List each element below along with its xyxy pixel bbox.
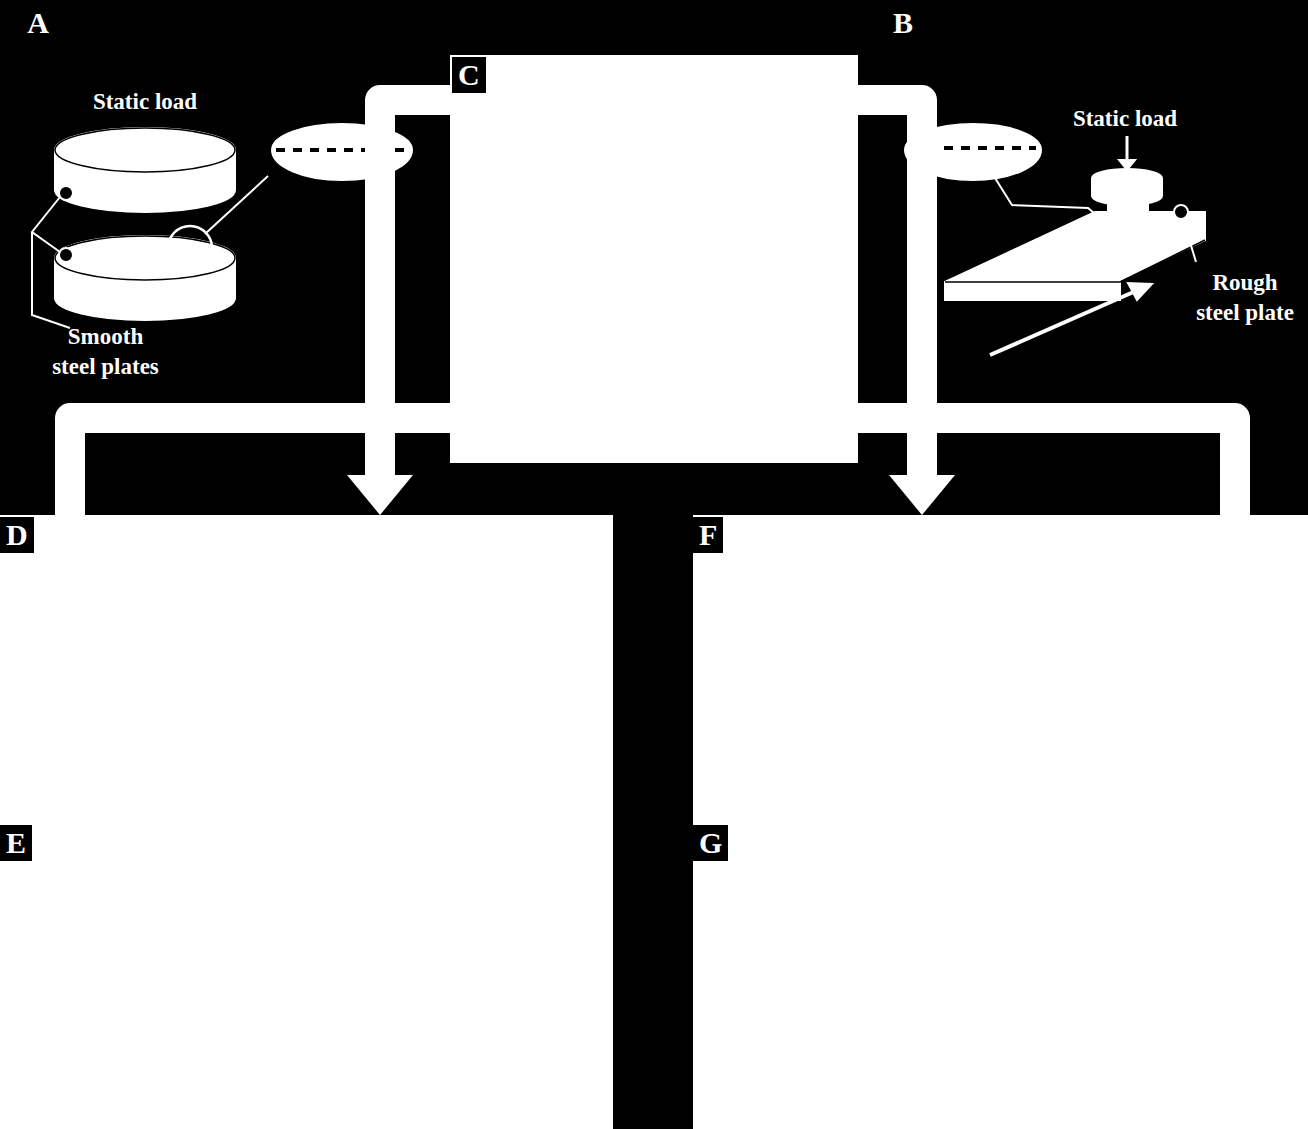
plate-cylinder: [55, 236, 235, 320]
plate-cylinder: [55, 128, 235, 212]
panel-f: F: [693, 515, 1308, 825]
panel-letter: E: [0, 825, 32, 861]
callout-circle: [1174, 205, 1188, 219]
panel-e: E: [0, 825, 613, 1129]
panel-g: G: [693, 825, 1308, 1129]
part-label: Smooth steel plates: [48, 322, 163, 382]
plate-face: [55, 128, 235, 172]
plate-edge: [945, 240, 1205, 282]
rough-plate: [945, 212, 1205, 300]
motion-arrowhead: [1128, 283, 1152, 300]
plate-face: [55, 236, 235, 280]
panel-letter: D: [0, 517, 34, 553]
part-label: Static load: [1045, 104, 1205, 134]
leader-line: [1183, 219, 1196, 262]
flow-arrow: [858, 100, 922, 515]
panel-letter: C: [452, 57, 486, 93]
flow-arrow: [380, 100, 450, 515]
leader-line: [32, 197, 70, 328]
load-arrowhead: [1119, 160, 1135, 170]
load-cylinder: [1092, 169, 1162, 205]
part-label: Rough steel plate: [1190, 268, 1300, 328]
panel-letter: B: [883, 4, 923, 41]
motion-arrow: [990, 290, 1138, 355]
callout-arc: [168, 226, 212, 248]
panel-letter: F: [693, 517, 723, 553]
leader-line: [995, 178, 1100, 218]
leader-line: [205, 176, 268, 234]
panel-c: C: [450, 55, 858, 463]
panel-d: D: [0, 515, 613, 825]
callout-circle: [59, 186, 73, 200]
callout-circle: [59, 248, 73, 262]
panel-letter: G: [693, 825, 728, 861]
part-label: Static load: [70, 87, 220, 117]
panel-letter: A: [18, 4, 58, 41]
